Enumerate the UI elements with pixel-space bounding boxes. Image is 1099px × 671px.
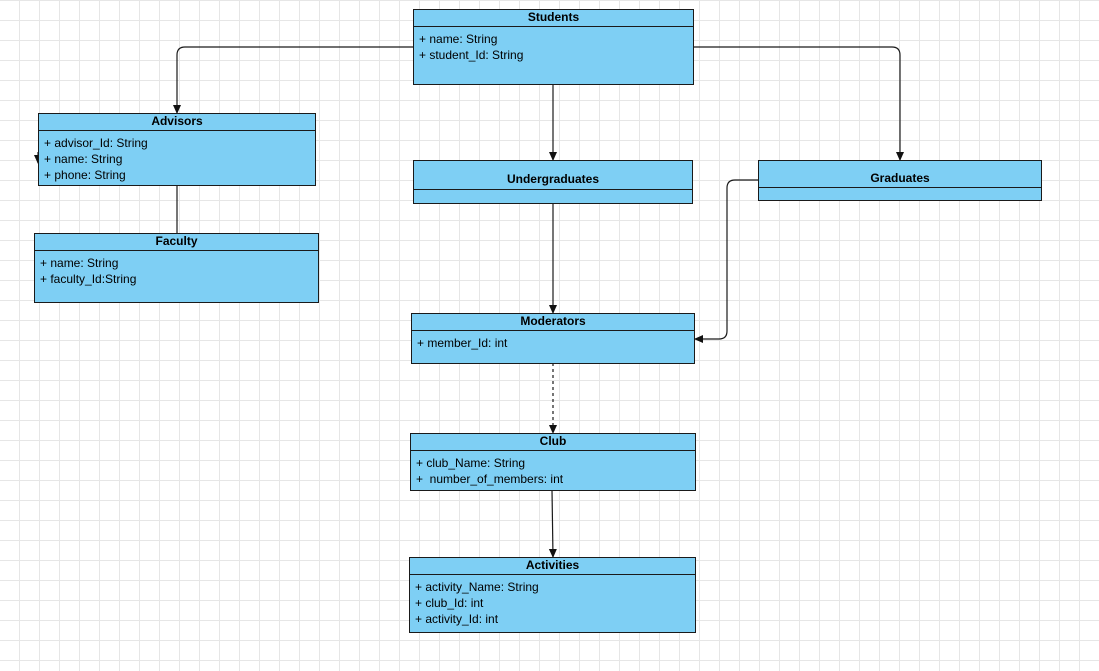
class-students-attributes: + name: String + student_Id: String [414,27,693,63]
edge-students-graduates [693,46,904,161]
class-students[interactable]: Students + name: String + student_Id: St… [413,9,694,85]
class-undergraduates[interactable]: Undergraduates [413,160,693,204]
edge-club-activities [548,489,557,558]
class-club[interactable]: Club + club_Name: String + number_of_mem… [410,433,696,491]
class-moderators-attributes: + member_Id: int [412,331,694,351]
class-graduates[interactable]: Graduates [758,160,1042,201]
class-faculty-name: Faculty [35,234,318,251]
attribute: + advisor_Id: String [44,136,148,150]
attribute: + name: String [44,152,123,166]
attribute: + name: String [419,32,498,46]
class-activities-name: Activities [410,558,695,575]
class-advisors-attributes: + advisor_Id: String + name: String + ph… [39,131,315,183]
attribute: + faculty_Id:String [40,272,137,286]
attribute: + activity_Id: int [415,612,499,626]
edge-students-advisors [173,46,414,114]
class-moderators[interactable]: Moderators + member_Id: int [411,313,695,364]
class-club-attributes: + club_Name: String + number_of_members:… [411,451,695,487]
attribute: + club_Name: String [416,456,526,470]
class-students-name: Students [414,10,693,27]
edge-graduates-moderators [694,179,758,343]
attribute: + number_of_members: int [416,472,564,486]
attribute: + club_Id: int [415,596,484,610]
class-undergraduates-name: Undergraduates [414,161,692,190]
attribute: + phone: String [44,168,126,182]
attribute: + member_Id: int [417,336,508,350]
class-activities[interactable]: Activities + activity_Name: String + clu… [409,557,696,633]
class-graduates-name: Graduates [759,161,1041,188]
class-advisors[interactable]: Advisors + advisor_Id: String + name: St… [38,113,316,186]
attribute: + activity_Name: String [415,580,539,594]
class-activities-attributes: + activity_Name: String + club_Id: int +… [410,575,695,627]
class-faculty[interactable]: Faculty + name: String + faculty_Id:Stri… [34,233,319,303]
class-moderators-name: Moderators [412,314,694,331]
attribute: + student_Id: String [419,48,524,62]
class-advisors-name: Advisors [39,114,315,131]
class-club-name: Club [411,434,695,451]
class-faculty-attributes: + name: String + faculty_Id:String [35,251,318,287]
attribute: + name: String [40,256,119,270]
